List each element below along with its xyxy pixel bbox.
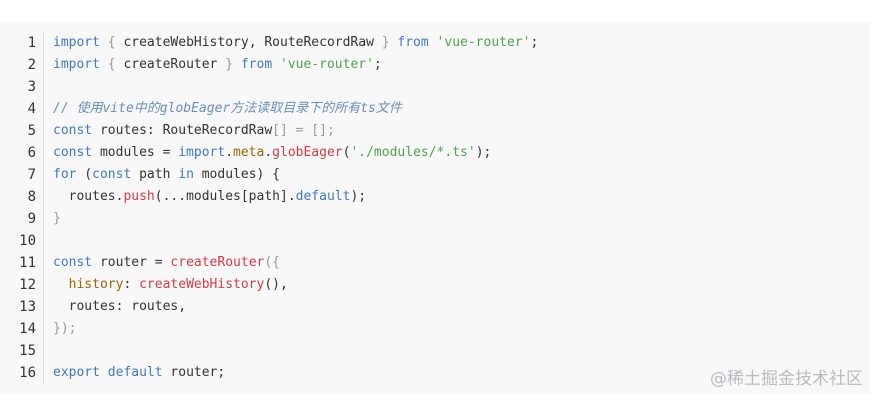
line-number: 5: [27, 123, 36, 139]
identifier-token: modules) {: [193, 167, 280, 182]
keyword-token: from: [397, 35, 429, 50]
punctuation-token: (: [76, 167, 93, 182]
comment-token: // 使用vite中的globEager方法读取目录下的所有ts文件: [53, 101, 402, 116]
keyword-token: default: [107, 365, 163, 380]
line-number: 6: [27, 145, 36, 161]
code-line-12: history: createWebHistory(),: [53, 274, 870, 296]
line-number-gutter: 1 2 3 4 5 6 7 8 9 10 11 12 13 14 15 16: [0, 32, 44, 384]
line-number: 3: [27, 79, 36, 95]
punctuation-token: .: [225, 145, 234, 160]
punctuation-token: .: [264, 145, 273, 160]
code-line-1: import { createWebHistory, RouteRecordRa…: [53, 32, 870, 54]
string-token: 'vue-router': [280, 57, 374, 72]
punctuation-token: }: [53, 211, 61, 226]
punctuation-token: }: [373, 35, 398, 50]
identifier-token: path: [131, 167, 179, 182]
punctuation-token: ({: [264, 255, 280, 270]
code-line-6: const modules = import.meta.globEager('.…: [53, 142, 870, 164]
code-line-11: const router = createRouter({: [53, 252, 870, 274]
space-token: [100, 365, 108, 380]
keyword-token: in: [178, 167, 194, 182]
property-token: meta: [233, 145, 265, 160]
function-token: globEager: [272, 145, 343, 160]
punctuation-token: ;: [373, 57, 382, 72]
function-token: createRouter: [170, 255, 265, 270]
code-line-10: [53, 230, 870, 252]
code-line-4: // 使用vite中的globEager方法读取目录下的所有ts文件: [53, 98, 870, 120]
watermark: @稀土掘金技术社区: [710, 369, 863, 389]
punctuation-token: {: [99, 57, 124, 72]
identifier-token: createWebHistory: [123, 35, 249, 50]
keyword-token: const: [53, 255, 93, 270]
punctuation-token: :: [123, 277, 140, 292]
line-number: 15: [19, 343, 36, 359]
identifier-token: createRouter: [123, 57, 218, 72]
keyword-token: for: [53, 167, 77, 182]
line-number: 2: [27, 57, 36, 73]
line-number: 4: [27, 101, 36, 117]
punctuation-token: (),: [264, 277, 288, 292]
punctuation-token: ,: [248, 35, 265, 50]
property-token: history: [53, 277, 124, 292]
keyword-token: import: [178, 145, 226, 160]
identifier-token: router =: [92, 255, 171, 270]
line-number: 7: [27, 167, 36, 183]
code-line-7: for (const path in modules) {: [53, 164, 870, 186]
line-number: 10: [19, 233, 36, 249]
line-number: 11: [19, 255, 36, 271]
keyword-token: const: [53, 123, 93, 138]
string-token: 'vue-router': [436, 35, 531, 50]
punctuation-token: ;: [530, 35, 539, 50]
identifier-token: routes: routes,: [53, 299, 187, 314]
line-number: 9: [27, 211, 36, 227]
keyword-token: const: [53, 145, 93, 160]
line-number: 13: [19, 299, 36, 315]
keyword-token: default: [295, 189, 351, 204]
identifier-token: routes:: [92, 123, 163, 138]
code-line-8: routes.push(...modules[path].default);: [53, 186, 870, 208]
line-number: 14: [19, 321, 36, 337]
function-token: push: [123, 189, 155, 204]
code-line-2: import { createRouter } from 'vue-router…: [53, 54, 870, 76]
code-line-16: export default router;: [53, 362, 870, 384]
punctuation-token: (: [342, 145, 351, 160]
keyword-token: export: [53, 365, 100, 380]
keyword-token: from: [240, 57, 273, 72]
code-line-13: routes: routes,: [53, 296, 870, 318]
identifier-token: (...modules[path].: [154, 189, 296, 204]
identifier-token: routes.: [53, 189, 124, 204]
string-token: './modules/*.ts': [350, 145, 476, 160]
line-number: 12: [19, 277, 36, 293]
code-line-3: [53, 76, 870, 98]
keyword-token: import: [53, 35, 100, 50]
identifier-token: RouteRecordRaw: [264, 35, 374, 50]
identifier-token: modules =: [92, 145, 179, 160]
code-content[interactable]: import { createWebHistory, RouteRecordRa…: [53, 32, 870, 384]
identifier-token: router;: [162, 365, 226, 380]
punctuation-token: );: [350, 189, 367, 204]
code-line-9: }: [53, 208, 870, 230]
keyword-token: import: [53, 57, 100, 72]
code-block[interactable]: 1 2 3 4 5 6 7 8 9 10 11 12 13 14 15 16 i…: [0, 22, 870, 394]
punctuation-token: }: [217, 57, 241, 72]
type-token: RouteRecordRaw: [162, 123, 273, 138]
punctuation-token: );: [475, 145, 492, 160]
punctuation-token: {: [99, 35, 124, 50]
line-number: 8: [27, 189, 36, 205]
line-number: 16: [19, 365, 36, 381]
space-token: [429, 35, 437, 50]
code-line-15: [53, 340, 870, 362]
code-line-5: const routes: RouteRecordRaw[] = [];: [53, 120, 870, 142]
punctuation-token: [] = [];: [272, 123, 335, 138]
space-token: [272, 57, 280, 72]
keyword-token: const: [92, 167, 132, 182]
line-number: 1: [27, 35, 36, 51]
function-token: createWebHistory: [139, 277, 265, 292]
code-line-14: });: [53, 318, 870, 340]
punctuation-token: });: [53, 321, 77, 336]
